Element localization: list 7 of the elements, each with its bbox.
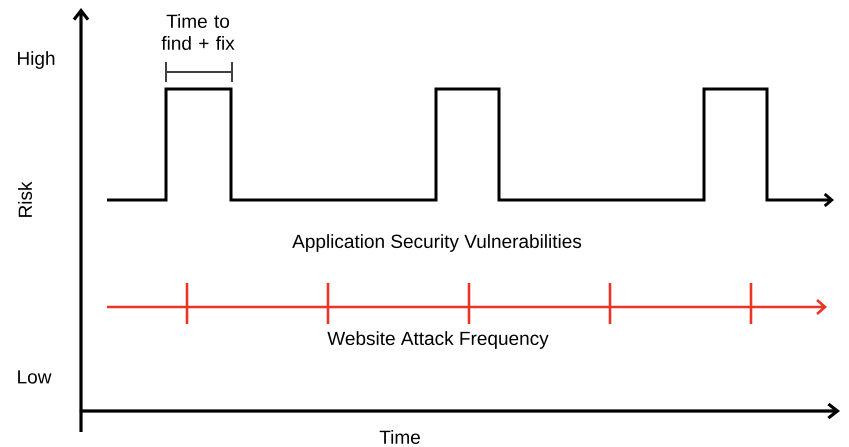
axis-label: Risk <box>18 182 32 217</box>
axis-label: High <box>18 51 54 69</box>
line-label: Website Attack Frequency <box>327 331 549 349</box>
axis-label: Time <box>380 430 420 444</box>
dimension-label: Time to find + fix <box>162 14 234 50</box>
axis-label: Low <box>18 370 52 384</box>
line-label: Application Security Vulnerabilities <box>292 234 582 252</box>
